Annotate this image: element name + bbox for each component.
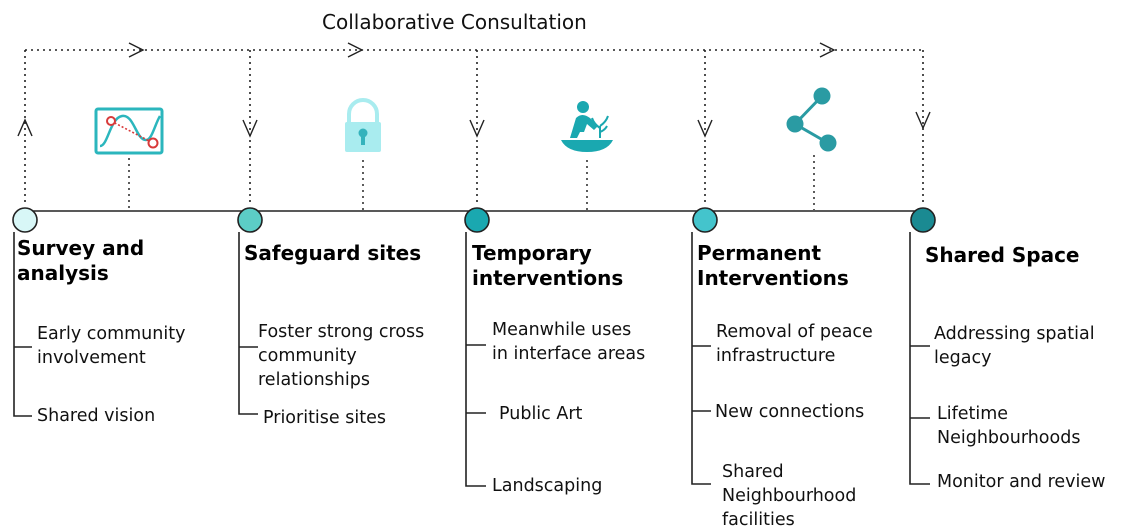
share-network-icon (786, 87, 837, 152)
stage-marker-2 (237, 207, 263, 233)
up-arrow (17, 118, 33, 137)
stage-marker-3 (464, 207, 490, 233)
icon-connectors (128, 155, 815, 210)
chart-analysis-icon (94, 107, 164, 155)
padlock-icon (345, 98, 381, 152)
stage-5-item-3: Monitor and review (937, 472, 1106, 492)
stage-5-heading: Shared Space (925, 243, 1080, 267)
stage-2-item-2: Prioritise sites (263, 408, 386, 428)
stage-brackets (13, 232, 930, 487)
stage-4-item-2: New connections (715, 402, 865, 422)
stage-2-heading: Safeguard sites (244, 241, 422, 265)
stage-marker-5 (910, 207, 936, 233)
stage-3-item-2: Public Art (499, 404, 583, 424)
stage-marker-1 (12, 207, 38, 233)
consultation-loop (24, 49, 924, 205)
consultation-title: Collaborative Consultation (322, 10, 587, 34)
stage-marker-4 (692, 207, 718, 233)
flow-arrows (17, 42, 931, 138)
stage-1-item-2: Shared vision (37, 406, 156, 426)
stage-markers (12, 207, 936, 233)
stage-3-item-3: Landscaping (492, 476, 603, 496)
gardener-icon (561, 101, 613, 152)
